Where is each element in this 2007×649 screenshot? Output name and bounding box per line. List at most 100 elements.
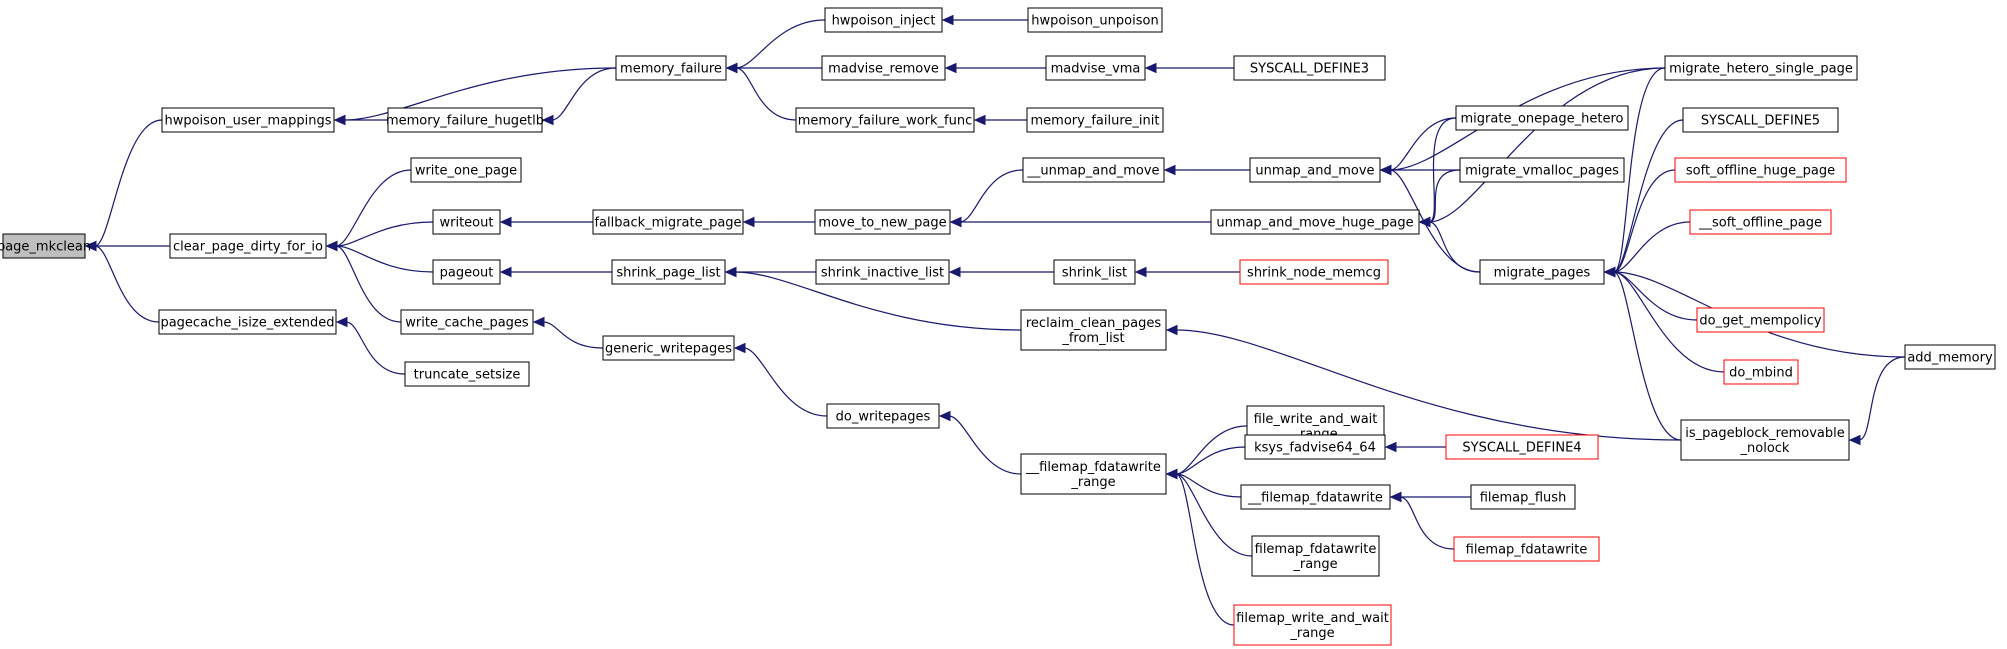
node-box[interactable] <box>1680 419 1850 461</box>
node-add-memory[interactable]: add_memory <box>1904 344 1996 370</box>
node-box[interactable] <box>1053 259 1136 285</box>
node-box[interactable] <box>602 335 735 361</box>
node-memory-failure[interactable]: memory_failure <box>615 55 727 81</box>
node-write-cache-pages[interactable]: write_cache_pages <box>400 309 534 335</box>
node-soft-offline-huge-page[interactable]: soft_offline_huge_page <box>1674 157 1847 183</box>
node-generic-writepages[interactable]: generic_writepages <box>602 335 735 361</box>
node-box[interactable] <box>1233 604 1392 646</box>
node-migrate-vmalloc-pages[interactable]: migrate_vmalloc_pages <box>1459 157 1625 183</box>
node-syscall-define4[interactable]: SYSCALL_DEFINE4 <box>1445 434 1599 460</box>
node-box[interactable] <box>1244 434 1386 460</box>
node-hwpoison-inject[interactable]: hwpoison_inject <box>824 7 943 33</box>
node-move-to-new-page[interactable]: move_to_new_page <box>814 209 951 235</box>
node-box[interactable] <box>824 7 943 33</box>
node-box[interactable] <box>158 309 337 335</box>
node-box[interactable] <box>1022 157 1165 183</box>
node-box[interactable] <box>1251 535 1380 577</box>
edge-write-cache-pages-to-clear-page-dirty-for-io <box>325 240 402 323</box>
node-memory-failure-init[interactable]: memory_failure_init <box>1026 107 1164 133</box>
node-box[interactable] <box>400 309 534 335</box>
node-box[interactable] <box>1233 55 1386 81</box>
node-box[interactable] <box>169 233 327 259</box>
node-box[interactable] <box>1723 359 1799 385</box>
node-box[interactable] <box>1664 55 1858 81</box>
node-box[interactable] <box>826 403 940 429</box>
node-filemap-flush[interactable]: filemap_flush <box>1470 484 1576 510</box>
node-box[interactable] <box>1045 55 1146 81</box>
node-truncate-setsize[interactable]: truncate_setsize <box>404 361 530 387</box>
node-migrate-hetero-single-page[interactable]: migrate_hetero_single_page <box>1664 55 1858 81</box>
node-filemap-fdatawrite-range[interactable]: __filemap_fdatawrite_range <box>1020 453 1167 495</box>
node-box[interactable] <box>821 55 946 81</box>
node-syscall-define3[interactable]: SYSCALL_DEFINE3 <box>1233 55 1386 81</box>
node-box[interactable] <box>387 107 543 133</box>
node-box[interactable] <box>432 209 501 235</box>
node-memory-failure-hugetlb[interactable]: memory_failure_hugetlb <box>386 107 544 133</box>
node-box[interactable] <box>1453 536 1600 562</box>
node-pagecache-isize-extended[interactable]: pagecache_isize_extended <box>158 309 337 335</box>
node-box[interactable] <box>795 107 975 133</box>
node-do-get-mempolicy[interactable]: do_get_mempolicy <box>1696 307 1825 333</box>
node-clear-page-dirty-for-io[interactable]: clear_page_dirty_for_io <box>169 233 327 259</box>
node-hwpoison-user-mappings[interactable]: hwpoison_user_mappings <box>161 107 335 133</box>
node-box[interactable] <box>611 259 726 285</box>
node-box[interactable] <box>1249 157 1381 183</box>
node-box[interactable] <box>615 55 727 81</box>
node-write-one-page[interactable]: write_one_page <box>410 157 522 183</box>
node-unmap-and-move[interactable]: __unmap_and_move <box>1022 157 1165 183</box>
node-madvise-vma[interactable]: madvise_vma <box>1045 55 1146 81</box>
node-reclaim-clean-pages-from-list[interactable]: reclaim_clean_pages_from_list <box>1020 309 1167 351</box>
node-hwpoison-unpoison[interactable]: hwpoison_unpoison <box>1027 7 1163 33</box>
edge-line <box>345 321 406 375</box>
node-madvise-remove[interactable]: madvise_remove <box>821 55 946 81</box>
node-shrink-node-memcg[interactable]: shrink_node_memcg <box>1239 259 1389 285</box>
node-unmap-and-move[interactable]: unmap_and_move <box>1249 157 1381 183</box>
node-box[interactable] <box>1674 157 1847 183</box>
node-box[interactable] <box>814 209 951 235</box>
node-writeout[interactable]: writeout <box>432 209 501 235</box>
node-syscall-define5[interactable]: SYSCALL_DEFINE5 <box>1682 107 1839 133</box>
node-fallback-migrate-page[interactable]: fallback_migrate_page <box>592 209 744 235</box>
node-box[interactable] <box>815 259 950 285</box>
node-filemap-fdatawrite[interactable]: filemap_fdatawrite <box>1453 536 1600 562</box>
node-shrink-list[interactable]: shrink_list <box>1053 259 1136 285</box>
node-migrate-onepage-hetero[interactable]: migrate_onepage_hetero <box>1455 105 1629 131</box>
node-filemap-write-and-wait-range[interactable]: filemap_write_and_wait_range <box>1233 604 1392 646</box>
node-pageout[interactable]: pageout <box>432 259 501 285</box>
node-filemap-fdatawrite-range[interactable]: filemap_fdatawrite_range <box>1251 535 1380 577</box>
node-shrink-inactive-list[interactable]: shrink_inactive_list <box>815 259 950 285</box>
node-box[interactable] <box>1479 259 1605 285</box>
node-box[interactable] <box>1696 307 1825 333</box>
node-box[interactable] <box>1470 484 1576 510</box>
node-box[interactable] <box>1689 209 1832 235</box>
node-filemap-fdatawrite[interactable]: __filemap_fdatawrite <box>1240 484 1391 510</box>
node-do-mbind[interactable]: do_mbind <box>1723 359 1799 385</box>
node-box[interactable] <box>1445 434 1599 460</box>
node-is-pageblock-removable-nolock[interactable]: is_pageblock_removable_nolock <box>1680 419 1850 461</box>
node-box[interactable] <box>1455 105 1629 131</box>
node-memory-failure-work-func[interactable]: memory_failure_work_func <box>795 107 975 133</box>
node-box[interactable] <box>1904 344 1996 370</box>
node-box[interactable] <box>1210 209 1420 235</box>
node-box[interactable] <box>161 107 335 133</box>
node-box[interactable] <box>1020 309 1167 351</box>
node-box[interactable] <box>592 209 744 235</box>
node-box[interactable] <box>404 361 530 387</box>
node-box[interactable] <box>1682 107 1839 133</box>
node-box[interactable] <box>1239 259 1389 285</box>
node-migrate-pages[interactable]: migrate_pages <box>1479 259 1605 285</box>
node-box[interactable] <box>1020 453 1167 495</box>
node-box[interactable] <box>410 157 522 183</box>
node-do-writepages[interactable]: do_writepages <box>826 403 940 429</box>
node-page-mkclean[interactable]: page_mkclean <box>0 233 91 259</box>
node-soft-offline-page[interactable]: __soft_offline_page <box>1689 209 1832 235</box>
node-box[interactable] <box>1240 484 1391 510</box>
node-unmap-and-move-huge-page[interactable]: unmap_and_move_huge_page <box>1210 209 1420 235</box>
node-box[interactable] <box>1026 107 1164 133</box>
node-box[interactable] <box>2 233 86 259</box>
node-box[interactable] <box>1027 7 1163 33</box>
node-box[interactable] <box>1459 157 1625 183</box>
node-ksys-fadvise64-64[interactable]: ksys_fadvise64_64 <box>1244 434 1386 460</box>
node-shrink-page-list[interactable]: shrink_page_list <box>611 259 726 285</box>
node-box[interactable] <box>432 259 501 285</box>
